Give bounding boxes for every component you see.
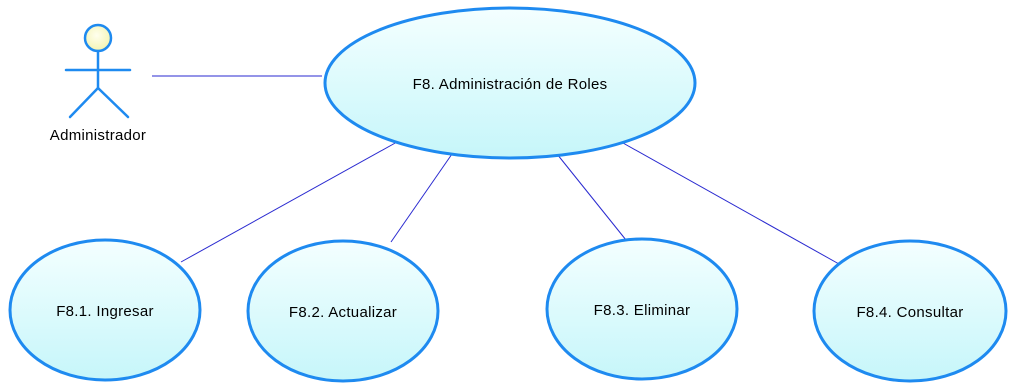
connector-main-consultar[interactable] (622, 142, 840, 265)
use-case-consultar-ellipse (812, 239, 1008, 383)
use-case-consultar[interactable]: F8.4. Consultar (812, 239, 1008, 383)
actor-administrador[interactable]: Administrador (50, 23, 146, 144)
use-case-ingresar-ellipse (8, 238, 202, 382)
use-case-main-ellipse (323, 6, 697, 160)
use-case-eliminar-ellipse (545, 237, 739, 381)
use-case-ingresar[interactable]: F8.1. Ingresar (8, 238, 202, 382)
connector-main-actualizar[interactable] (390, 153, 453, 243)
use-case-actualizar-ellipse (246, 239, 440, 383)
connector-main-eliminar[interactable] (556, 153, 627, 241)
use-case-ingresar-label: F8.1. Ingresar (56, 303, 154, 320)
use-case-actualizar[interactable]: F8.2. Actualizar (246, 239, 440, 383)
use-case-main-label: F8. Administración de Roles (413, 76, 608, 93)
connector-main-ingresar[interactable] (180, 141, 398, 263)
use-case-consultar-label: F8.4. Consultar (856, 304, 963, 321)
use-case-main[interactable]: F8. Administración de Roles (323, 6, 697, 160)
use-case-eliminar-label: F8.3. Eliminar (594, 302, 691, 319)
use-case-eliminar[interactable]: F8.3. Eliminar (545, 237, 739, 381)
use-case-actualizar-label: F8.2. Actualizar (289, 304, 397, 321)
actor-label: Administrador (50, 127, 146, 144)
connectors (152, 75, 840, 265)
actor-stick-figure-icon (64, 23, 132, 119)
